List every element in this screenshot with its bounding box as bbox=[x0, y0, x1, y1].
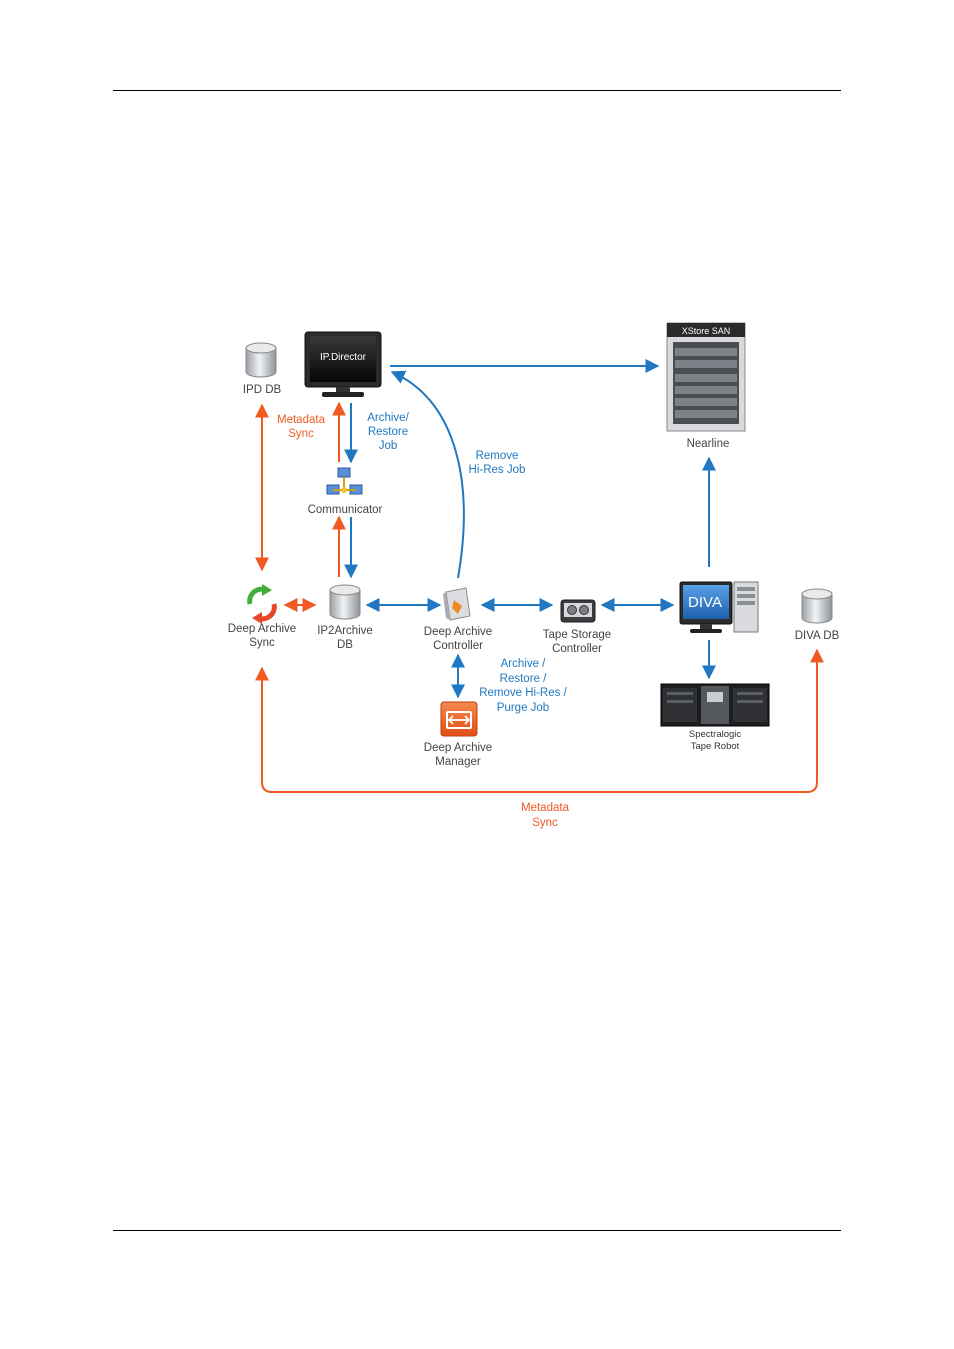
edge-sync-divadb bbox=[255, 648, 824, 793]
ip2archive-label-1: IP2Archive bbox=[317, 625, 373, 637]
archive-restore-job-1: Archive/ bbox=[367, 412, 409, 424]
ipd-db-label: IPD DB bbox=[243, 384, 282, 396]
communicator-node: Communicator bbox=[308, 467, 383, 516]
controller-label-2: Controller bbox=[433, 640, 483, 652]
diva-db-label: DIVA DB bbox=[795, 630, 840, 642]
tape-robot-label-1: Spectralogic bbox=[689, 729, 742, 740]
workstation-icon: DIVA bbox=[679, 581, 759, 633]
arrp-1: Archive / bbox=[501, 658, 547, 670]
deep-archive-sync-label-1: Deep Archive bbox=[228, 623, 296, 635]
nearline-label: Nearline bbox=[687, 438, 730, 450]
deep-archive-controller-node: Deep Archive Controller bbox=[424, 587, 492, 652]
deep-archive-manager-node: Deep Archive Manager bbox=[424, 701, 492, 768]
archive-restore-job-label: Archive/ Restore Job bbox=[367, 412, 409, 452]
controller-label-1: Deep Archive bbox=[424, 626, 492, 638]
metadata-sync-bottom-1: Metadata bbox=[521, 802, 570, 814]
arrp-4: Purge Job bbox=[497, 702, 549, 714]
tape-storage-label-2: Controller bbox=[552, 643, 602, 655]
archive-restore-job-2: Restore bbox=[368, 426, 408, 438]
communicator-label: Communicator bbox=[308, 504, 383, 516]
metadata-sync-top-2: Sync bbox=[288, 428, 314, 440]
tape-robot-label-2: Tape Robot bbox=[691, 741, 740, 752]
footer-rule bbox=[113, 1230, 841, 1231]
database-icon bbox=[245, 342, 277, 378]
ip2archive-db-node: IP2Archive DB bbox=[317, 584, 373, 651]
storage-rack-icon: XStore SAN bbox=[666, 322, 746, 432]
header-rule bbox=[113, 90, 841, 91]
sync-arrows-icon bbox=[247, 584, 277, 624]
folder-transfer-icon bbox=[440, 701, 478, 737]
manager-label-1: Deep Archive bbox=[424, 742, 492, 754]
xstore-title: XStore SAN bbox=[682, 326, 731, 336]
ip2archive-label-2: DB bbox=[337, 639, 353, 651]
tape-storage-controller-node: Tape Storage Controller bbox=[543, 599, 611, 655]
arrp-2: Restore / bbox=[500, 673, 547, 685]
tape-library-icon bbox=[660, 683, 770, 727]
metadata-sync-top-label: Metadata Sync bbox=[277, 414, 326, 440]
remove-hires-job-1: Remove bbox=[476, 450, 519, 462]
remove-hires-job-2: Hi-Res Job bbox=[469, 464, 526, 476]
metadata-sync-bottom-2: Sync bbox=[532, 817, 558, 829]
diva-node: DIVA bbox=[679, 581, 759, 633]
deep-archive-sync-node: Deep Archive Sync bbox=[228, 584, 296, 649]
monitor-icon: IP.Director bbox=[304, 331, 382, 397]
ipdirector-node: IP.Director bbox=[304, 331, 382, 397]
nearline-node: XStore SAN Nearline bbox=[666, 322, 746, 450]
manager-label-2: Manager bbox=[435, 756, 481, 768]
server-icon bbox=[443, 587, 471, 621]
tape-robot-node: Spectralogic Tape Robot bbox=[660, 683, 770, 752]
metadata-sync-top-1: Metadata bbox=[277, 414, 326, 426]
remove-hires-job-label: Remove Hi-Res Job bbox=[469, 450, 526, 476]
network-icon bbox=[326, 467, 363, 495]
arrp-3: Remove Hi-Res / bbox=[479, 687, 567, 699]
archive-restore-remove-purge-label: Archive / Restore / Remove Hi-Res / Purg… bbox=[479, 658, 567, 714]
diva-screen-text: DIVA bbox=[688, 594, 722, 611]
diva-db-node: DIVA DB bbox=[795, 588, 840, 642]
deep-archive-sync-label-2: Sync bbox=[249, 637, 275, 649]
ipd-db-node: IPD DB bbox=[243, 342, 282, 396]
metadata-sync-bottom-label: Metadata Sync bbox=[521, 802, 570, 829]
database-icon bbox=[801, 588, 833, 624]
tape-storage-label-1: Tape Storage bbox=[543, 629, 611, 641]
edge-controller-to-ipdirector bbox=[390, 370, 465, 579]
tape-drive-icon bbox=[560, 599, 596, 623]
ipdirector-screen-text: IP.Director bbox=[320, 352, 367, 363]
archive-restore-job-3: Job bbox=[379, 440, 398, 452]
database-icon bbox=[329, 584, 361, 620]
